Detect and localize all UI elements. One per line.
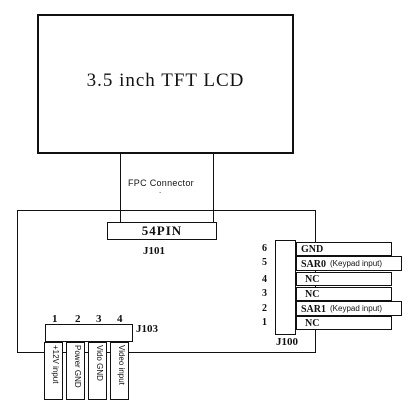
j100-signal-box: SAR1 (Keypad input) xyxy=(296,301,402,316)
fpc-right-edge xyxy=(213,154,214,222)
j103-pin-number: 2 xyxy=(75,313,81,325)
fpc-mark: . xyxy=(159,186,162,195)
j103-signal-label: +12V input xyxy=(51,345,60,384)
j103-signal-box xyxy=(66,342,85,400)
j100-signal-box: SAR0 (Keypad input) xyxy=(296,256,402,271)
j100-name: J100 xyxy=(276,336,298,348)
j100-signal-label: NC xyxy=(305,318,320,329)
fpc-label: FPC Connector xyxy=(128,178,194,188)
j101-name: J101 xyxy=(143,245,165,257)
j100-pin-number: 3 xyxy=(262,288,267,299)
j103-pin-number: 3 xyxy=(96,313,102,325)
j103-signal-box xyxy=(88,342,107,400)
j100-signal-label: NC xyxy=(305,274,320,285)
j100-signal-label: NC xyxy=(305,289,320,300)
j103-signal-label: Vido GND xyxy=(95,345,104,381)
j101-connector: 54PIN xyxy=(107,222,217,240)
j100-signal-box: NC xyxy=(296,272,392,286)
j103-connector xyxy=(45,324,133,342)
j100-pin-number: 1 xyxy=(262,317,267,328)
j100-signal-label: SAR0 xyxy=(301,259,327,270)
j103-pin-number: 4 xyxy=(117,313,123,325)
j100-signal-box: GND xyxy=(296,242,392,256)
j100-signal-note: (Keypad input) xyxy=(330,259,383,268)
j100-signal-box: NC xyxy=(296,287,392,301)
j100-pin-number: 5 xyxy=(262,257,267,268)
j103-signal-box xyxy=(110,342,129,400)
j103-pin-number: 1 xyxy=(52,313,58,325)
j100-signal-box: NC xyxy=(296,316,392,330)
j103-signal-box xyxy=(44,342,63,400)
j101-pins-label: 54PIN xyxy=(141,223,183,238)
lcd-panel: 3.5 inch TFT LCD xyxy=(37,14,294,154)
j100-pin-number: 4 xyxy=(262,274,267,285)
j100-signal-label: GND xyxy=(301,244,324,255)
j100-signal-label: SAR1 xyxy=(301,304,327,315)
fpc-left-edge xyxy=(120,154,121,222)
j100-connector xyxy=(275,240,296,335)
j100-pin-number: 6 xyxy=(262,243,267,254)
j100-pin-number: 2 xyxy=(262,303,267,314)
j103-signal-label: Video input xyxy=(117,345,126,385)
j103-signal-label: Power GND xyxy=(73,345,82,388)
lcd-label: 3.5 inch TFT LCD xyxy=(86,70,245,91)
j100-signal-note: (Keypad input) xyxy=(330,304,383,313)
j103-name: J103 xyxy=(136,323,158,335)
